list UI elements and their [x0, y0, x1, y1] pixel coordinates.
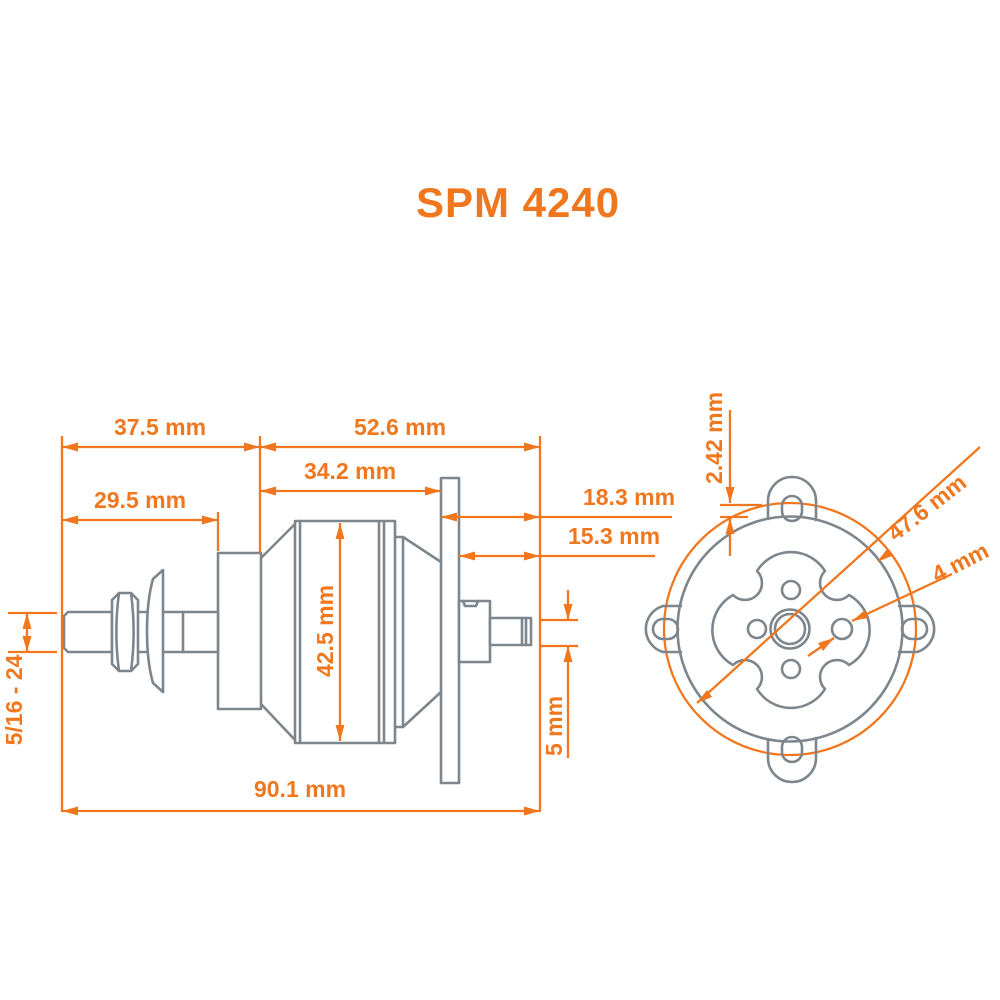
dim-label: 2.42 mm: [701, 392, 727, 484]
dim-front-assembly: 37.5 mm: [62, 414, 260, 452]
bell-front-cone-top: [259, 522, 297, 560]
mount-tab-top: [766, 475, 818, 522]
threaded-shaft: [62, 610, 114, 654]
mount-tab-right: [897, 604, 936, 654]
motor-side-view: [62, 476, 533, 785]
rear-hub-notch: [461, 599, 480, 608]
mount-tab-hole-bottom: [780, 735, 804, 764]
prop-nut: [110, 591, 140, 673]
dim-label: 37.5 mm: [114, 414, 206, 440]
bolt-circle: [662, 501, 918, 757]
dim-label: 5/16 - 24: [1, 654, 27, 745]
cross-mount: [711, 550, 871, 710]
motor-front-view: [644, 475, 936, 784]
front-mount-block: [216, 551, 263, 711]
screw-hole-right: [830, 617, 854, 641]
dim-front-shaft: 29.5 mm: [62, 487, 218, 525]
dim-rear-overall: 18.3 mm: [441, 484, 675, 522]
screw-hole-left: [746, 618, 768, 640]
dim-ring-offset: 2.42 mm: [701, 392, 762, 556]
mount-tab-hole-right: [900, 617, 929, 641]
dim-thread-spec: 5/16 - 24: [1, 611, 57, 745]
dim-motor-body: 52.6 mm: [260, 414, 540, 452]
dim-label: 15.3 mm: [568, 523, 660, 549]
rear-shaft: [488, 616, 533, 647]
dim-label: 18.3 mm: [583, 484, 675, 510]
dim-label: 34.2 mm: [304, 458, 396, 484]
dim-label: 52.6 mm: [354, 414, 446, 440]
page-title: SPM 4240: [416, 179, 620, 226]
dim-label: 90.1 mm: [254, 776, 346, 802]
mount-plate-side: [439, 476, 461, 785]
bell-front-cone-bottom: [259, 702, 297, 742]
rear-hub: [457, 599, 492, 664]
dim-bell-diameter: 42.5 mm: [312, 523, 345, 741]
mount-tab-hole-left: [651, 617, 680, 641]
dim-label: 5 mm: [541, 696, 567, 756]
dim-bell-length: 34.2 mm: [260, 458, 441, 496]
dim-overall-length: 90.1 mm: [62, 776, 540, 816]
screw-hole-top: [780, 579, 802, 601]
screw-hole-bottom: [780, 658, 802, 680]
dim-label: 42.5 mm: [312, 585, 338, 677]
mount-tab-hole-top: [780, 494, 804, 523]
mount-tab-bottom: [766, 736, 818, 784]
shaft-bore-outer: [769, 608, 811, 650]
drive-washer: [145, 568, 165, 694]
mount-tab-left: [644, 604, 683, 654]
dim-label: 47.6 mm: [883, 469, 972, 546]
dim-rear-shaft-diameter: 5 mm: [540, 590, 578, 758]
shaft-bore-inner: [773, 612, 807, 646]
dim-rear-shaft: 15.3 mm: [459, 523, 660, 561]
dim-label: 29.5 mm: [94, 487, 186, 513]
dim-label: 4 mm: [927, 537, 992, 587]
